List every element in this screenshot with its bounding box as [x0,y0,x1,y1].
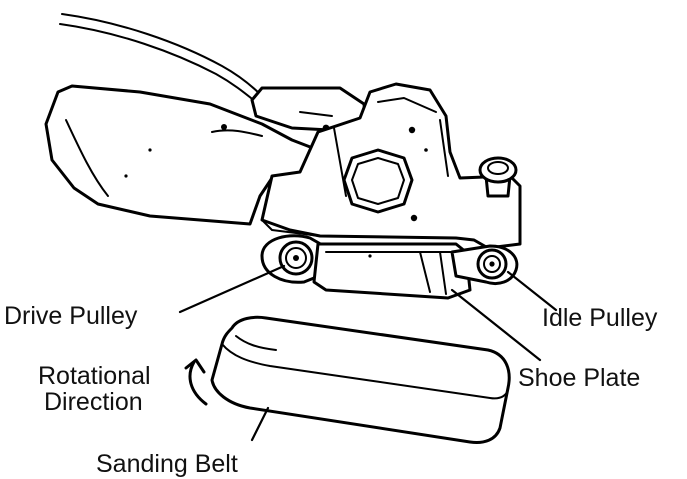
drive-pulley-leader [178,264,286,314]
rotational-label: Rotational [38,362,151,390]
idle-pulley-label: Idle Pulley [542,304,658,332]
idle-pulley-leader [506,270,558,312]
front-knob [478,156,518,198]
sanding-belt-label: Sanding Belt [96,450,238,478]
direction-label: Direction [44,388,143,416]
sander-body [44,82,522,250]
idle-pulley [450,244,519,285]
drive-pulley-label: Drive Pulley [4,302,138,330]
drive-pulley [260,234,326,284]
sanding-belt [210,315,511,444]
power-cord [59,13,263,103]
vent-plate [342,148,414,214]
shoe-plate [312,242,472,300]
curved-arrow-icon [184,358,208,406]
shoe-plate-label: Shoe Plate [518,364,640,392]
shoe-plate-leader [450,288,542,362]
sanding-belt-leader [250,406,270,442]
